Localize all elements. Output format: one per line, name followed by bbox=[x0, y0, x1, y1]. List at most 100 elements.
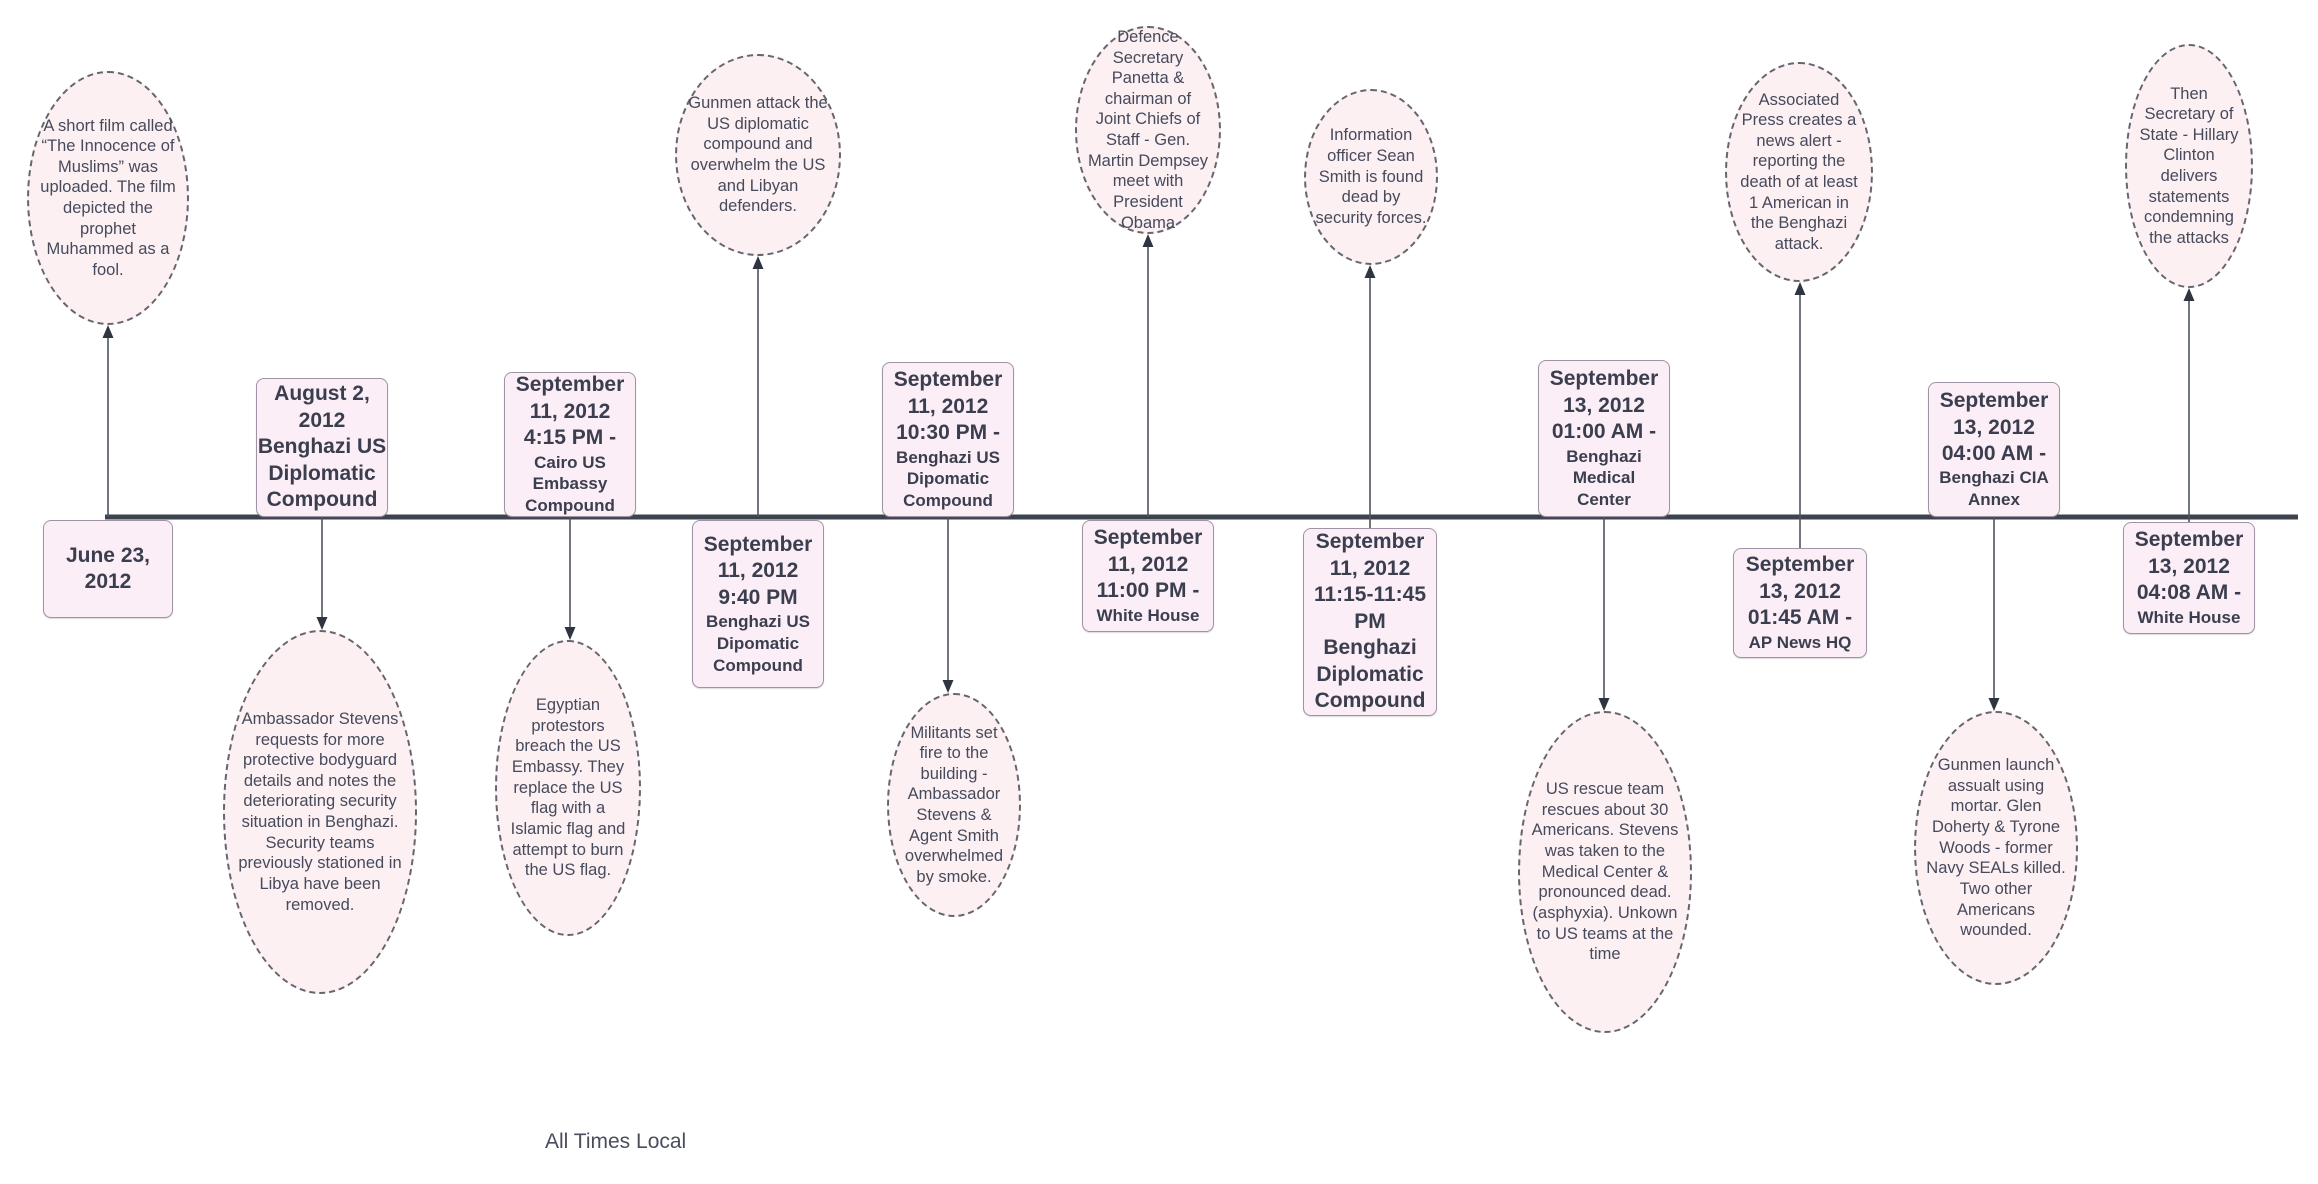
date-box-line: Compound bbox=[266, 488, 378, 512]
date-box-location-line: White House bbox=[1096, 605, 1200, 625]
date-box-line: 11, 2012 bbox=[529, 399, 611, 423]
arrow-head-sept-11-1115-1145pm bbox=[1364, 265, 1376, 278]
event-ellipse-text: Then Secretary of State - Hillary Clinto… bbox=[2139, 84, 2239, 247]
date-box-line: September bbox=[703, 532, 813, 556]
date-box-line: Benghazi US bbox=[257, 435, 387, 459]
event-ellipse-sept-13-0145am: Associated Press creates a news alert - … bbox=[1725, 62, 1873, 282]
date-box-line: 13, 2012 bbox=[1953, 415, 2035, 439]
date-box-line: 11:00 PM - bbox=[1096, 579, 1200, 603]
event-ellipse-sept-13-0100am: US rescue team rescues about 30 American… bbox=[1518, 711, 1692, 1033]
date-box-line: 11, 2012 bbox=[1329, 556, 1411, 580]
arrow-head-sept-13-0400am bbox=[1988, 698, 2000, 711]
date-box-location-line: Benghazi CIA bbox=[1939, 468, 2049, 488]
date-box-location-line: Compound bbox=[903, 491, 993, 511]
arrow-head-sept-11-1100pm bbox=[1142, 234, 1154, 247]
date-box-line: September bbox=[893, 368, 1003, 392]
event-ellipse-june-23-2012: A short film called “The Innocence of Mu… bbox=[27, 71, 189, 325]
event-ellipse-sept-13-0400am: Gunmen launch assualt using mortar. Glen… bbox=[1914, 711, 2078, 985]
date-box-location-line: Annex bbox=[1968, 490, 2020, 510]
date-box-line: 2012 bbox=[298, 408, 346, 432]
date-box-line: Compound bbox=[1314, 689, 1426, 713]
date-box-line: 01:45 AM - bbox=[1747, 606, 1853, 630]
date-box-line: September bbox=[1315, 530, 1425, 554]
date-box-location-line: Dipomatic bbox=[716, 633, 800, 653]
date-box-line: 13, 2012 bbox=[1563, 393, 1645, 417]
event-ellipse-sept-11-415pm: Egyptian protestors breach the US Embass… bbox=[495, 640, 641, 936]
date-box-location-line: Cairo US bbox=[534, 452, 606, 472]
event-ellipse-august-2-2012: Ambassador Stevens requests for more pro… bbox=[223, 630, 417, 994]
date-box-line: September bbox=[2134, 528, 2244, 552]
date-box-line: 13, 2012 bbox=[1759, 579, 1841, 603]
date-box-location-line: AP News HQ bbox=[1748, 632, 1852, 652]
date-box-line: 11, 2012 bbox=[717, 559, 799, 583]
date-box-line: PM bbox=[1354, 609, 1386, 633]
date-box-location-line: Medical bbox=[1572, 468, 1636, 488]
date-box-line: Benghazi bbox=[1323, 636, 1417, 660]
event-date-box-june-23-2012: June 23, 2012 bbox=[43, 520, 173, 618]
event-ellipse-text: Defence Secretary Panetta & chairman of … bbox=[1087, 27, 1209, 232]
date-box-line: 04:08 AM - bbox=[2136, 581, 2242, 605]
arrow-head-june-23-2012 bbox=[102, 325, 114, 338]
date-box-location-line: Benghazi US bbox=[706, 612, 810, 632]
date-box-line: 11:15-11:45 bbox=[1313, 583, 1427, 607]
event-ellipse-text: Associated Press creates a news alert - … bbox=[1740, 90, 1858, 253]
event-ellipse-text: Egyptian protestors breach the US Embass… bbox=[510, 696, 626, 880]
date-box-location-line: Benghazi US bbox=[896, 447, 1000, 467]
footnote-all-times-local: All Times Local bbox=[545, 1130, 687, 1153]
date-box-line: 13, 2012 bbox=[2148, 554, 2230, 578]
date-box-line: 01:00 AM - bbox=[1551, 420, 1657, 444]
date-box-line: September bbox=[1549, 367, 1659, 391]
date-box-line: August 2, bbox=[274, 382, 370, 406]
event-ellipse-text: Gunmen launch assualt using mortar. Glen… bbox=[1926, 756, 2066, 940]
date-box-location-line: Benghazi bbox=[1566, 446, 1642, 466]
event-ellipse-sept-11-940pm: Gunmen attack the US diplomatic compound… bbox=[675, 54, 841, 256]
event-ellipse-text: Gunmen attack the US diplomatic compound… bbox=[688, 94, 828, 216]
date-box-line: Diplomatic bbox=[1316, 662, 1424, 686]
date-box-location-line: Compound bbox=[713, 655, 803, 675]
event-ellipse-sept-11-1100pm: Defence Secretary Panetta & chairman of … bbox=[1075, 26, 1221, 234]
arrow-head-sept-11-940pm bbox=[752, 256, 764, 269]
date-box-line: Diplomatic bbox=[268, 461, 376, 485]
date-box-location-line: Compound bbox=[525, 496, 615, 516]
arrow-head-sept-13-0145am bbox=[1794, 282, 1806, 295]
arrow-head-august-2-2012 bbox=[316, 617, 328, 630]
arrow-head-sept-11-415pm bbox=[564, 627, 576, 640]
date-box-line: 11, 2012 bbox=[907, 394, 989, 418]
arrow-head-sept-13-0408am bbox=[2183, 288, 2195, 301]
arrow-head-sept-11-1030pm bbox=[942, 680, 954, 693]
event-ellipse-text: US rescue team rescues about 30 American… bbox=[1531, 780, 1679, 964]
date-box-line: September bbox=[515, 373, 625, 397]
event-ellipse-text: Militants set fire to the building - Amb… bbox=[904, 723, 1004, 886]
date-box-line: September bbox=[1939, 389, 2049, 413]
date-box-line: 04:00 AM - bbox=[1941, 441, 2047, 465]
event-ellipse-text: A short film called “The Innocence of Mu… bbox=[40, 116, 176, 279]
date-box-location-line: White House bbox=[2137, 607, 2241, 627]
date-box-line: 10:30 PM - bbox=[896, 421, 1000, 445]
event-ellipse-sept-11-1030pm: Militants set fire to the building - Amb… bbox=[887, 693, 1021, 917]
date-box-line: 11, 2012 bbox=[1107, 552, 1189, 576]
date-box-line: September bbox=[1745, 553, 1855, 577]
date-box-line: September bbox=[1093, 526, 1203, 550]
date-box-line: 9:40 PM bbox=[718, 585, 798, 609]
event-ellipse-sept-11-1115-1145pm: Information officer Sean Smith is found … bbox=[1304, 89, 1438, 265]
date-box-line: June 23, bbox=[65, 543, 151, 567]
date-box-line: 2012 bbox=[84, 570, 132, 593]
date-box-location-line: Dipomatic bbox=[906, 469, 990, 489]
date-box-line: 4:15 PM - bbox=[523, 426, 617, 450]
date-box-location-line: Embassy bbox=[532, 474, 608, 494]
arrow-head-sept-13-0100am bbox=[1598, 698, 1610, 711]
event-ellipse-text: Information officer Sean Smith is found … bbox=[1315, 126, 1427, 227]
event-ellipse-text: Ambassador Stevens requests for more pro… bbox=[238, 709, 402, 914]
